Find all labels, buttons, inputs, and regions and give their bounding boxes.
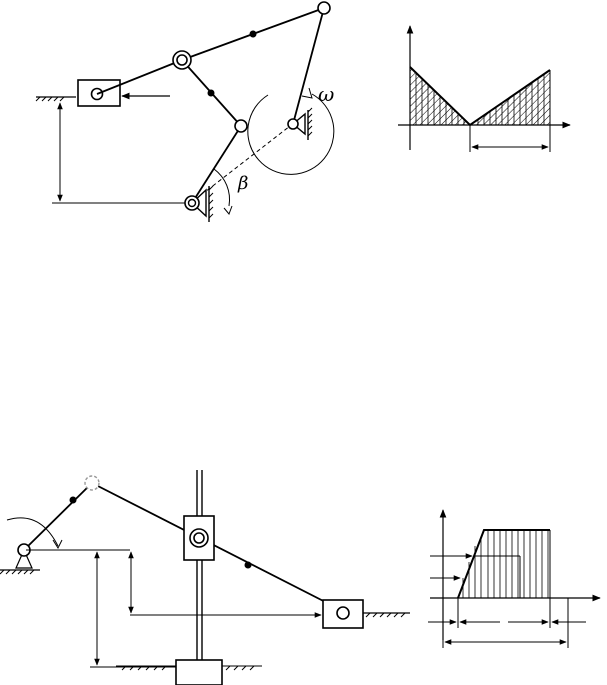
beta-label: β — [237, 173, 248, 194]
left-vertical-hatch — [415, 73, 465, 125]
right-pivot-pin — [287, 118, 299, 130]
right-pivot-support — [291, 112, 306, 136]
top-slider-block — [77, 79, 121, 107]
bottom-mechanism — [0, 470, 410, 685]
joint-top-right — [317, 1, 331, 15]
connecting-rod-1 — [96, 59, 183, 95]
right-slider-pin — [336, 606, 350, 620]
omega-arc — [247, 93, 335, 175]
dashed-joint — [84, 475, 100, 491]
omega-arrowhead — [301, 87, 313, 99]
right-ground-hatch — [307, 107, 313, 137]
crank-arrowhead — [52, 539, 63, 550]
beta-arc — [213, 168, 230, 207]
right-slider-hatch — [365, 612, 406, 618]
joint-middle — [234, 119, 248, 133]
right-link — [292, 7, 325, 125]
diagram2-vertical-hatch — [462, 530, 549, 598]
link-midpoint-dot-2 — [207, 89, 215, 97]
diagram2-curve — [457, 529, 550, 599]
bottom-ground-hatch — [208, 185, 214, 219]
top-velocity-diagram — [398, 25, 571, 152]
crank-support — [15, 548, 33, 569]
crank-link — [23, 482, 93, 551]
middle-slider-pin-inner — [193, 532, 205, 544]
omega-label: ω — [318, 82, 334, 106]
link-midpoint-dot — [249, 30, 257, 38]
top-mechanism: ω β — [35, 1, 335, 222]
bottom-motion-diagram — [428, 509, 601, 648]
crank-dot — [69, 496, 77, 504]
right-vertical-hatch — [477, 74, 545, 125]
dashed-reference-line — [195, 125, 291, 200]
left-ground-hatch — [0, 569, 35, 575]
joint-large-inner — [176, 54, 188, 66]
rod-dot — [244, 561, 252, 569]
crank-rotation-arc — [6, 517, 59, 547]
bottom-pivot-pin-inner — [187, 198, 197, 208]
lower-link — [191, 125, 242, 204]
long-connecting-rod — [91, 482, 344, 612]
slider-ground-hatch — [35, 96, 65, 102]
bottom-block — [175, 659, 223, 685]
beta-arrowhead — [223, 205, 233, 215]
